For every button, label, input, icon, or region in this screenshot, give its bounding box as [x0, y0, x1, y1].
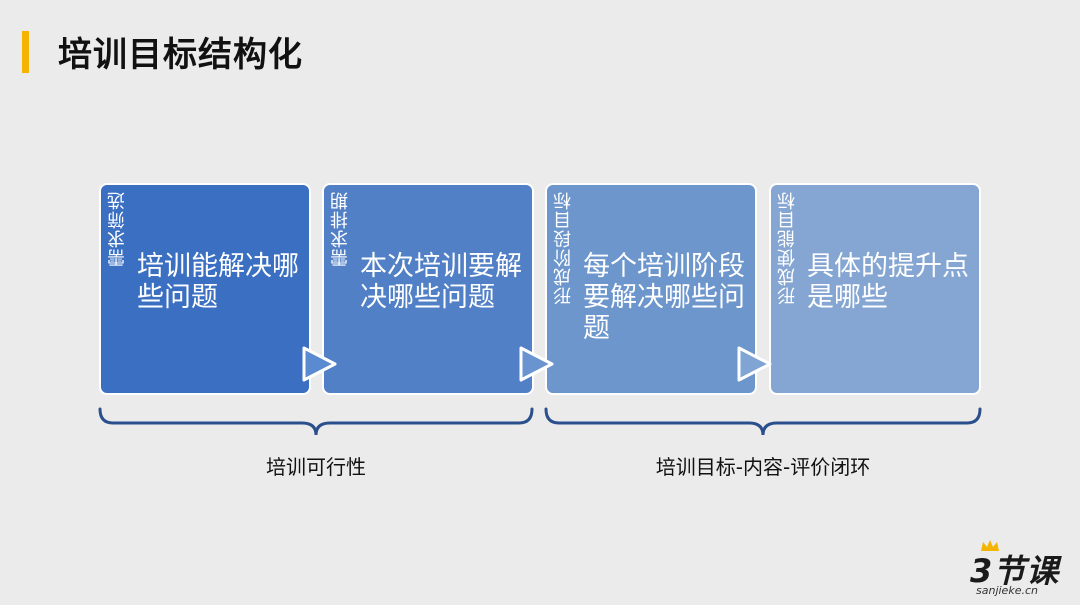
group-label-feasibility: 培训可行性 [266, 455, 366, 479]
group-label-closed-loop: 培训目标-内容-评价闭环 [655, 455, 871, 479]
stage-tag: 需求筛选 [107, 191, 128, 267]
stage-text: 培训能解决哪些问题 [137, 251, 299, 313]
brand-logo: 3节课 sanjieke.cn [970, 540, 1070, 602]
arrow-right-icon [737, 346, 772, 382]
group-brace-feasibility [98, 407, 534, 436]
group-brace-closed-loop [544, 407, 982, 436]
page-title: 培训目标结构化 [58, 35, 303, 75]
stage-box-need-screening: 需求筛选 培训能解决哪些问题 [99, 183, 311, 395]
stage-box-enabling-goals: 形成使能目标 具体的提升点是哪些 [769, 183, 981, 395]
stage-tag: 形成使能目标 [777, 191, 798, 305]
stage-text: 具体的提升点是哪些 [807, 251, 969, 313]
stage-text: 本次培训要解决哪些问题 [360, 251, 522, 313]
logo-url: sanjieke.cn [976, 584, 1038, 597]
stage-box-need-scheduling: 需求排期 本次培训要解决哪些问题 [322, 183, 534, 395]
logo-mark: 3节课 [970, 552, 1060, 590]
arrow-right-icon [519, 346, 554, 382]
stage-tag: 需求排期 [330, 191, 351, 267]
arrow-right-icon [302, 346, 337, 382]
stage-tag: 形成阶段目标 [553, 191, 574, 305]
crown-icon [981, 540, 999, 551]
stage-text: 每个培训阶段要解决哪些问题 [583, 251, 745, 344]
stage-box-phase-goals: 形成阶段目标 每个培训阶段要解决哪些问题 [545, 183, 757, 395]
title-accent-bar [22, 31, 29, 73]
